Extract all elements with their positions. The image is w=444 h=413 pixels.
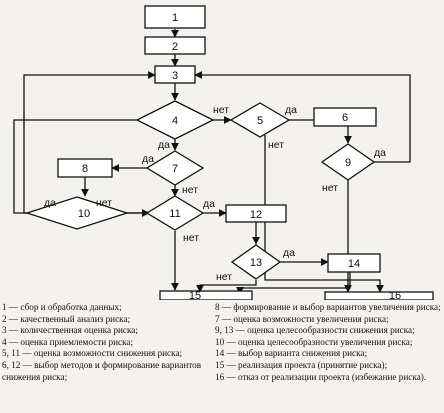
decision-13: 13 bbox=[230, 244, 282, 280]
edge-10-3 bbox=[23, 71, 156, 214]
legend-item: 3 — количественная оценка риска; bbox=[2, 325, 138, 336]
svg-text:14: 14 bbox=[348, 258, 360, 270]
svg-text:3: 3 bbox=[172, 70, 178, 82]
legend: 1 — сбор и обработка данных; 2 — качеств… bbox=[2, 302, 442, 412]
legend-item: 8 — формирование и выбор вариантов увели… bbox=[215, 302, 441, 312]
legend-item: 2 — качественный анализ риска; bbox=[2, 313, 131, 324]
legend-item: 1 — сбор и обработка данных; bbox=[2, 302, 122, 312]
block-2: 2 bbox=[144, 36, 206, 55]
risk-flowchart: 1 2 3 6 8 12 14 bbox=[13, 5, 434, 300]
legend-item: 4 — оценка приемлемости риска; bbox=[2, 336, 134, 347]
legend-left: 1 — сбор и обработка данных; 2 — качеств… bbox=[2, 302, 207, 383]
edge-13-15 bbox=[196, 280, 257, 293]
svg-text:13: 13 bbox=[250, 257, 262, 269]
label-7-no: нет bbox=[182, 184, 198, 196]
block-12: 12 bbox=[225, 204, 287, 223]
svg-text:12: 12 bbox=[250, 209, 262, 221]
block-1: 1 bbox=[144, 5, 206, 29]
block-8: 8 bbox=[57, 158, 113, 178]
svg-text:1: 1 bbox=[172, 12, 178, 24]
decision-10: 10 bbox=[24, 196, 130, 230]
label-11-no: нет bbox=[183, 232, 199, 244]
block-16 bbox=[324, 291, 434, 300]
svg-text:4: 4 bbox=[172, 115, 178, 127]
decision-7: 7 bbox=[145, 150, 205, 186]
legend-item: 9, 13 — оценка целесообразности снижения… bbox=[215, 325, 415, 336]
svg-text:5: 5 bbox=[257, 115, 263, 127]
label-10-no: нет bbox=[96, 197, 112, 209]
legend-item: 14 — выбор варианта снижения риска; bbox=[215, 348, 368, 359]
label-10-yes: да bbox=[44, 197, 56, 209]
block-15-box bbox=[159, 290, 253, 300]
label-4-no: нет bbox=[213, 104, 229, 116]
decision-9: 9 bbox=[320, 143, 376, 181]
legend-item: 10 — оценка целесообразности увеличения … bbox=[215, 336, 413, 347]
svg-text:10: 10 bbox=[78, 208, 90, 220]
decision-4: 4 bbox=[135, 100, 215, 140]
legend-item: 6, 12 — выбор методов и формирование вар… bbox=[2, 359, 202, 382]
svg-text:7: 7 bbox=[172, 163, 178, 175]
label-9-no: нет bbox=[322, 182, 338, 194]
decision-5: 5 bbox=[229, 102, 291, 138]
label-7-yes: да bbox=[142, 153, 154, 165]
block-16-label: 16 bbox=[389, 290, 401, 300]
legend-item: 16 — отказ от реализации проекта (избежа… bbox=[215, 371, 427, 382]
block-6: 6 bbox=[313, 107, 377, 127]
legend-item: 15 — реализация проекта (принятие риска)… bbox=[215, 359, 388, 370]
svg-text:8: 8 bbox=[82, 163, 88, 175]
svg-text:2: 2 bbox=[172, 41, 178, 53]
label-4-yes: да bbox=[158, 139, 170, 151]
decision-11: 11 bbox=[145, 195, 205, 231]
block-14: 14 bbox=[327, 253, 381, 273]
block-15-label: 15 bbox=[189, 290, 201, 300]
legend-item: 5, 11 — оценка возможности снижения риск… bbox=[2, 348, 183, 359]
edge-9-3 bbox=[194, 71, 411, 163]
svg-text:11: 11 bbox=[169, 208, 180, 220]
label-13-no: нет bbox=[216, 271, 232, 283]
label-11-yes: да bbox=[203, 198, 215, 210]
label-5-yes: да bbox=[285, 104, 297, 116]
legend-right: 8 — формирование и выбор вариантов увели… bbox=[215, 302, 443, 383]
label-5-no: нет bbox=[268, 139, 284, 151]
svg-text:6: 6 bbox=[342, 112, 348, 124]
legend-item: 7 — оценка возможности увеличения риска; bbox=[215, 313, 389, 324]
block-3: 3 bbox=[154, 65, 196, 84]
label-9-yes: да bbox=[374, 147, 386, 159]
label-13-yes: да bbox=[283, 247, 295, 259]
svg-text:9: 9 bbox=[345, 157, 351, 169]
